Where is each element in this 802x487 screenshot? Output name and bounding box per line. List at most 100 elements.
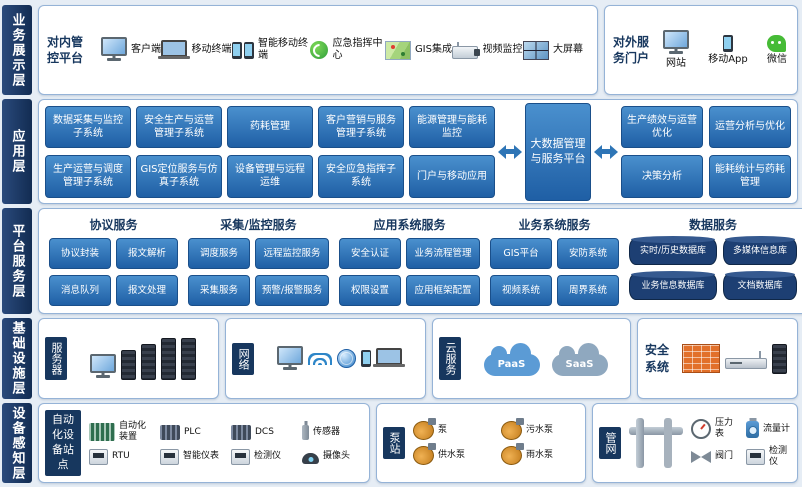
group-buttons: 调度服务 远程监控服务 采集服务 预警/报警服务 bbox=[188, 238, 329, 307]
detector-item: 检测仪 bbox=[231, 448, 292, 465]
map-icon bbox=[384, 40, 411, 60]
double-arrow-icon bbox=[498, 143, 522, 160]
layer-infrastructure: 基础设施层 服务器 网络 云服务 PaaS bbox=[2, 318, 798, 399]
automation-panel: 自动化设备站点 自动化装置 PLC DCS 传感器 bbox=[38, 403, 370, 483]
router-icon bbox=[724, 350, 767, 369]
bigscreen-item: 大屏幕 bbox=[522, 40, 583, 60]
dcs-item: DCS bbox=[231, 424, 292, 440]
cloud-panel: 云服务 PaaS SaaS bbox=[432, 318, 631, 399]
valve-icon bbox=[691, 450, 711, 463]
service-box: 业务流程管理 bbox=[406, 238, 480, 270]
application-left-grid: 数据采集与监控子系统 安全生产与运营管理子系统 药耗管理 客户营销与服务管理子系… bbox=[45, 105, 495, 198]
paas-cloud-icon: PaaS bbox=[483, 342, 540, 376]
plc-icon bbox=[160, 424, 180, 440]
security-icons bbox=[678, 343, 791, 374]
item-label: 移动App bbox=[708, 53, 748, 65]
detector-icon bbox=[746, 448, 765, 465]
application-right-grid: 生产绩效与运营优化 运营分析与优化 决策分析 能耗统计与药耗管理 bbox=[621, 105, 791, 198]
internal-platform-items: 客户端 移动终端 智能移动终端 应急指挥中心 GIS集成 bbox=[95, 37, 589, 63]
layer-label-platform: 平台服务层 bbox=[2, 208, 32, 314]
video-item: 视频监控 bbox=[452, 41, 522, 59]
layer-label-infrastructure: 基础设施层 bbox=[2, 318, 32, 399]
item-label: 微信 bbox=[766, 53, 787, 65]
network-panel: 网络 bbox=[225, 318, 427, 399]
app-box: 设备管理与远程运维 bbox=[227, 155, 313, 198]
layer-display: 业务展示层 对内管控平台 客户端 移动终端 智能移动终端 应急指挥中心 bbox=[2, 5, 798, 95]
item-label: GIS集成 bbox=[414, 44, 452, 55]
laptop-icon bbox=[373, 348, 406, 367]
server-tower-icon bbox=[771, 343, 787, 374]
item-label: 移动终端 bbox=[191, 44, 232, 55]
platform-panel: 协议服务 协议封装 报文解析 消息队列 报文处理 采集/监控服务 调度服务 远程… bbox=[38, 208, 802, 314]
network-icons bbox=[260, 345, 419, 372]
app-box: 决策分析 bbox=[621, 155, 703, 198]
app-box: 能耗统计与药耗管理 bbox=[709, 155, 791, 198]
service-box: 调度服务 bbox=[188, 238, 250, 270]
service-box: 权限设置 bbox=[339, 275, 401, 307]
app-box: 运营分析与优化 bbox=[709, 105, 791, 148]
wechat-icon bbox=[767, 34, 787, 52]
cloud-label: 云服务 bbox=[439, 337, 462, 380]
group-buttons: 协议封装 报文解析 消息队列 报文处理 bbox=[49, 238, 178, 307]
flow-meter-item: 流量计 bbox=[746, 420, 791, 438]
globe-icon bbox=[337, 349, 357, 368]
server-label: 服务器 bbox=[45, 337, 67, 380]
group-title: 业务系统服务 bbox=[518, 218, 591, 232]
client-item: 客户端 bbox=[101, 37, 161, 63]
service-box: 安防系统 bbox=[557, 238, 619, 270]
security-panel: 安全系统 bbox=[636, 318, 798, 399]
service-box: 消息队列 bbox=[49, 275, 111, 307]
pump-station-panel: 泵站 泵 污水泵 供水泵 雨水泵 bbox=[376, 403, 586, 483]
service-box: 预警/报警服务 bbox=[255, 275, 329, 307]
item-label: 应急指挥中心 bbox=[332, 38, 383, 61]
layer-platform: 平台服务层 协议服务 协议封装 报文解析 消息队列 报文处理 采集/监控服务 调… bbox=[2, 208, 802, 314]
app-system-service-group: 应用系统服务 安全认证 业务流程管理 权限设置 应用框架配置 bbox=[339, 217, 480, 307]
gis-item: GIS集成 bbox=[384, 40, 452, 60]
automation-device-item: 自动化装置 bbox=[89, 421, 150, 443]
server-tower-icon bbox=[140, 343, 156, 380]
item-label: 智能移动终端 bbox=[257, 38, 308, 61]
server-icons bbox=[73, 337, 212, 380]
saas-cloud-icon: SaaS bbox=[551, 342, 608, 376]
pump-station-label: 泵站 bbox=[383, 427, 405, 459]
app-box: 门户与移动应用 bbox=[409, 155, 495, 198]
internal-platform-title: 对内管控平台 bbox=[47, 34, 84, 65]
water-supply-pump-item: 供水泵 bbox=[413, 443, 491, 465]
app-box: 能源管理与能耗监控 bbox=[409, 105, 495, 148]
rain-pump-item: 雨水泵 bbox=[501, 443, 579, 465]
firewall-icon bbox=[681, 344, 720, 373]
pipe-items: 压力表 流量计 阀门 检测仪 bbox=[691, 418, 791, 467]
layer-devices: 设备感知层 自动化设备站点 自动化装置 PLC DCS 传感器 bbox=[2, 403, 798, 483]
server-tower-icon bbox=[160, 337, 176, 380]
business-system-service-group: 业务系统服务 GIS平台 安防系统 视频系统 周界系统 bbox=[490, 217, 619, 307]
server-panel: 服务器 bbox=[38, 318, 220, 399]
pipe-network-label: 管网 bbox=[599, 427, 621, 459]
pressure-gauge-item: 压力表 bbox=[691, 418, 736, 440]
service-box: 采集服务 bbox=[188, 275, 250, 307]
mobile-terminal-item: 移动终端 bbox=[158, 39, 232, 61]
plc-item: PLC bbox=[160, 424, 221, 440]
layer-application: 应用层 数据采集与监控子系统 安全生产与运营管理子系统 药耗管理 客户营销与服务… bbox=[2, 99, 798, 204]
internal-platform-panel: 对内管控平台 客户端 移动终端 智能移动终端 应急指挥中心 bbox=[38, 5, 598, 95]
app-box: 安全应急指挥子系统 bbox=[318, 155, 404, 198]
group-buttons: 安全认证 业务流程管理 权限设置 应用框架配置 bbox=[339, 238, 480, 307]
service-box: 安全认证 bbox=[339, 238, 401, 270]
camera-item: 摄像头 bbox=[302, 450, 363, 464]
phone-handset-icon bbox=[310, 41, 329, 59]
dcs-icon bbox=[231, 424, 251, 440]
pump-icon bbox=[501, 418, 524, 440]
pump-icon bbox=[413, 418, 436, 440]
service-box: 应用框架配置 bbox=[406, 275, 480, 307]
automation-station-label: 自动化设备站点 bbox=[45, 410, 81, 476]
pressure-gauge-icon bbox=[691, 419, 711, 440]
external-portal-items: 网站 移动App 微信 bbox=[661, 30, 789, 70]
pump-icon bbox=[501, 443, 524, 465]
wechat-item: 微信 bbox=[766, 34, 787, 66]
flow-meter-icon bbox=[746, 420, 759, 438]
server-tower-icon bbox=[120, 349, 136, 380]
automation-rack-icon bbox=[89, 423, 115, 441]
service-box: 视频系统 bbox=[490, 275, 552, 307]
external-portal-title: 对外服务门户 bbox=[613, 34, 650, 65]
sewage-pump-item: 污水泵 bbox=[501, 418, 579, 440]
pipe-network-panel: 管网 压力表 流量计 阀门 检测仪 bbox=[592, 403, 798, 483]
